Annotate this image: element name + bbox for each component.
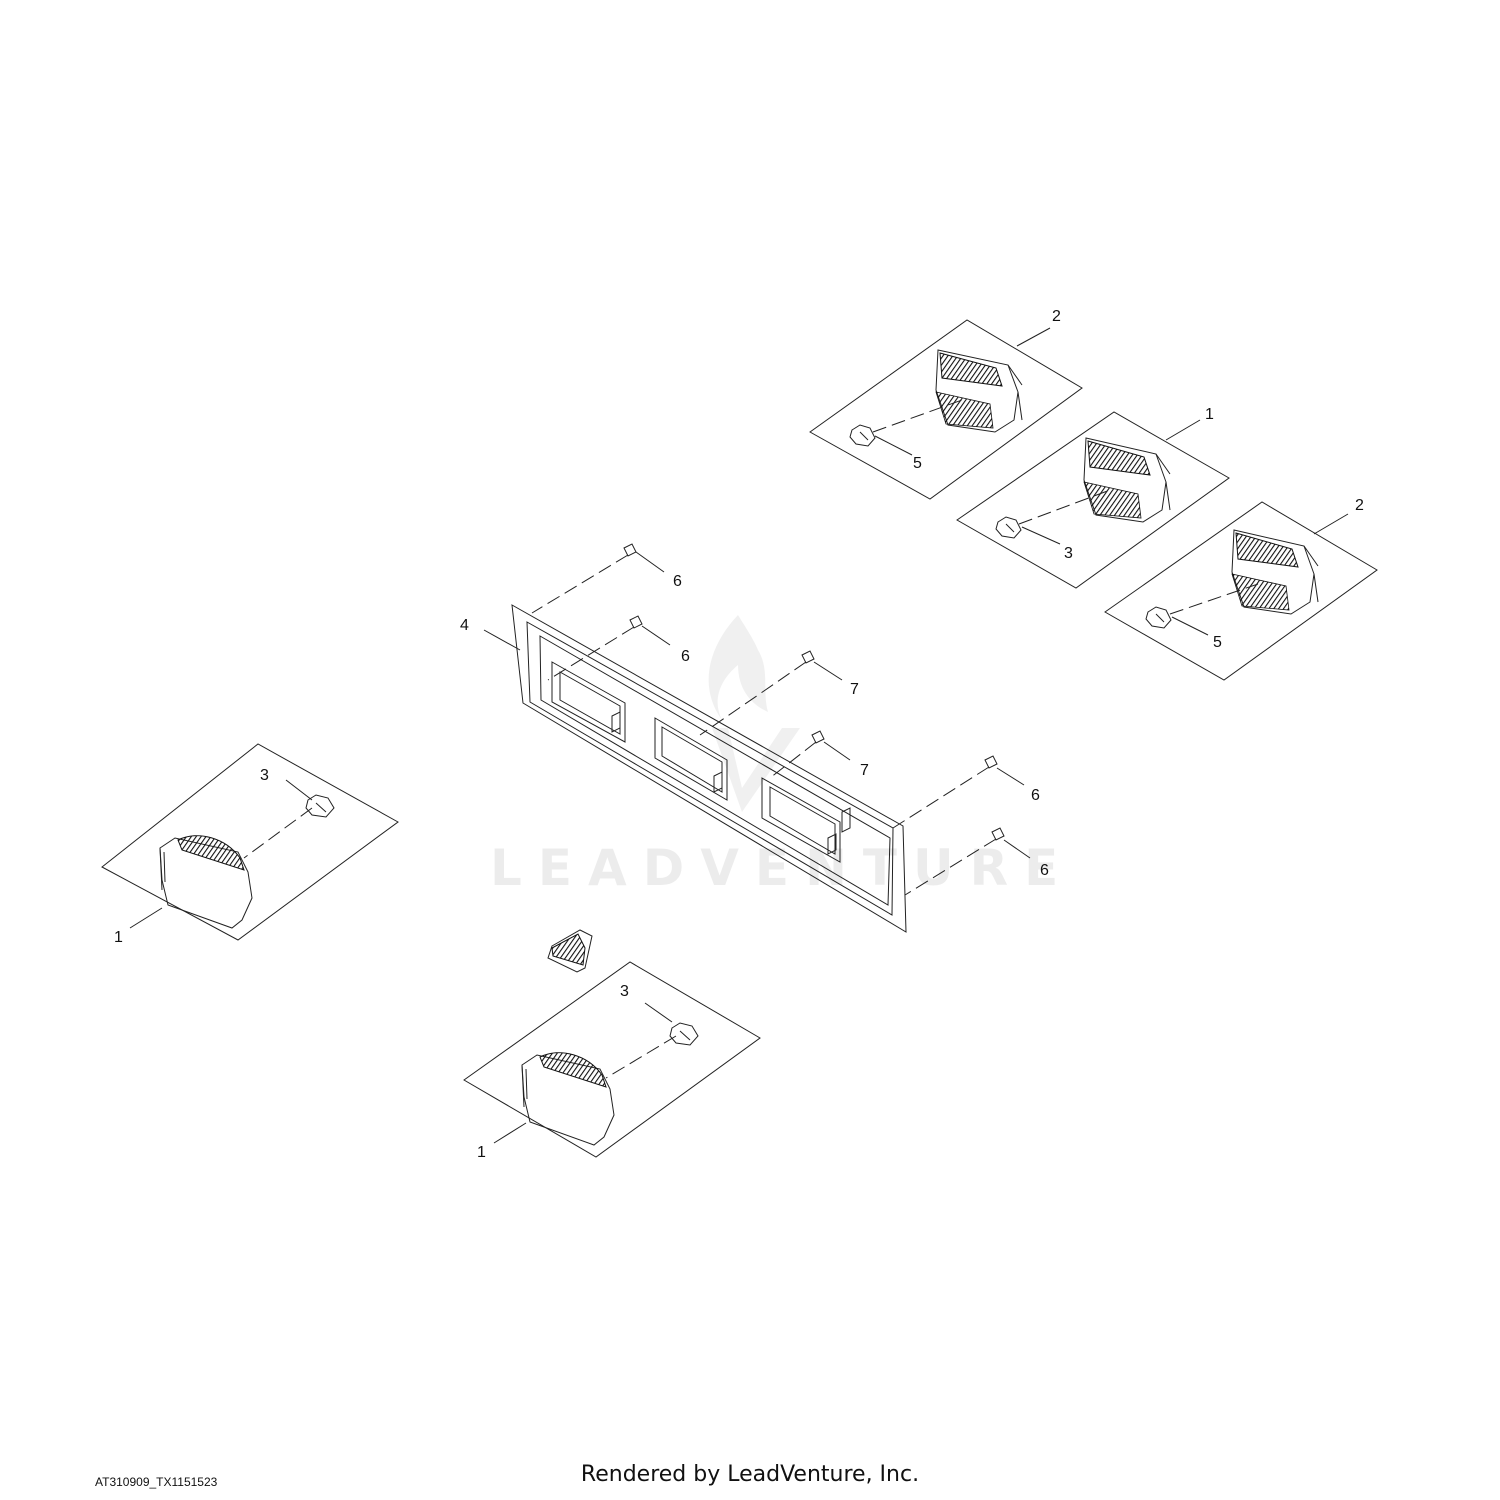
callout-4-panel: 4: [460, 617, 469, 634]
headlight-panel-4: [483, 604, 907, 933]
headlight-assembly-2-lower: [1104, 501, 1378, 681]
callout-6-top: 6: [673, 573, 682, 590]
headlight-lamp: [1231, 529, 1319, 615]
bulb-3: [305, 794, 335, 818]
small-lamp: [547, 929, 593, 973]
watermark: LEADVENTURE: [490, 615, 1074, 897]
flame-logo-watermark: [708, 615, 768, 720]
headlight-assembly-1-upper: [956, 411, 1230, 589]
watermark-text: LEADVENTURE: [490, 839, 1074, 897]
panel-opening-center: [654, 717, 728, 801]
callout-7-upper: 7: [850, 681, 859, 698]
screw-6-top: [531, 543, 665, 614]
screw-7-upper: [699, 650, 843, 736]
panel-opening-right: [761, 777, 851, 863]
bulb-5: [1145, 606, 1172, 629]
callout-1-upper: 1: [1205, 406, 1214, 423]
headlight-lamp: [1083, 437, 1171, 523]
diagram-id-label: AT310909_TX1151523: [95, 1475, 218, 1489]
callout-5-lower: 5: [1213, 634, 1222, 651]
callout-3-left: 3: [260, 767, 269, 784]
screw-7-lower: [769, 730, 851, 779]
callout-2-upper: 2: [1052, 308, 1061, 325]
headlight-lamp: [159, 835, 253, 929]
callout-3-bottom: 3: [620, 983, 629, 1000]
callout-6-second: 6: [681, 648, 690, 665]
callout-2-lower: 2: [1355, 497, 1364, 514]
headlight-assembly-2-upper: [809, 319, 1083, 500]
panel-opening-left: [551, 661, 626, 743]
bulb-3: [995, 516, 1022, 539]
bulb-5: [849, 424, 876, 447]
callout-6-right-lower: 6: [1040, 862, 1049, 879]
bulb-3: [669, 1022, 699, 1046]
callout-5-upper: 5: [913, 455, 922, 472]
callout-6-right-upper: 6: [1031, 787, 1040, 804]
screw-6-right-lower: [904, 827, 1031, 896]
render-credit-label: Rendered by LeadVenture, Inc.: [580, 1462, 920, 1487]
callout-3-upper: 3: [1064, 545, 1073, 562]
headlight-lamp: [521, 1052, 615, 1146]
headlight-lamp: [935, 349, 1023, 433]
screw-6-second: [547, 615, 671, 681]
screw-6-right-upper: [892, 755, 1025, 829]
callout-1-bottom: 1: [477, 1144, 486, 1161]
headlight-assembly-1-bottom: [463, 961, 761, 1158]
callout-7-lower: 7: [860, 762, 869, 779]
v-logo-watermark: [712, 728, 800, 812]
callout-1-left: 1: [114, 929, 123, 946]
headlight-assembly-1-left: [101, 743, 399, 941]
callouts: 2 5 1 3 2 5 6 6 4 7 7 6 6 3 1 3 1: [114, 308, 1364, 1161]
